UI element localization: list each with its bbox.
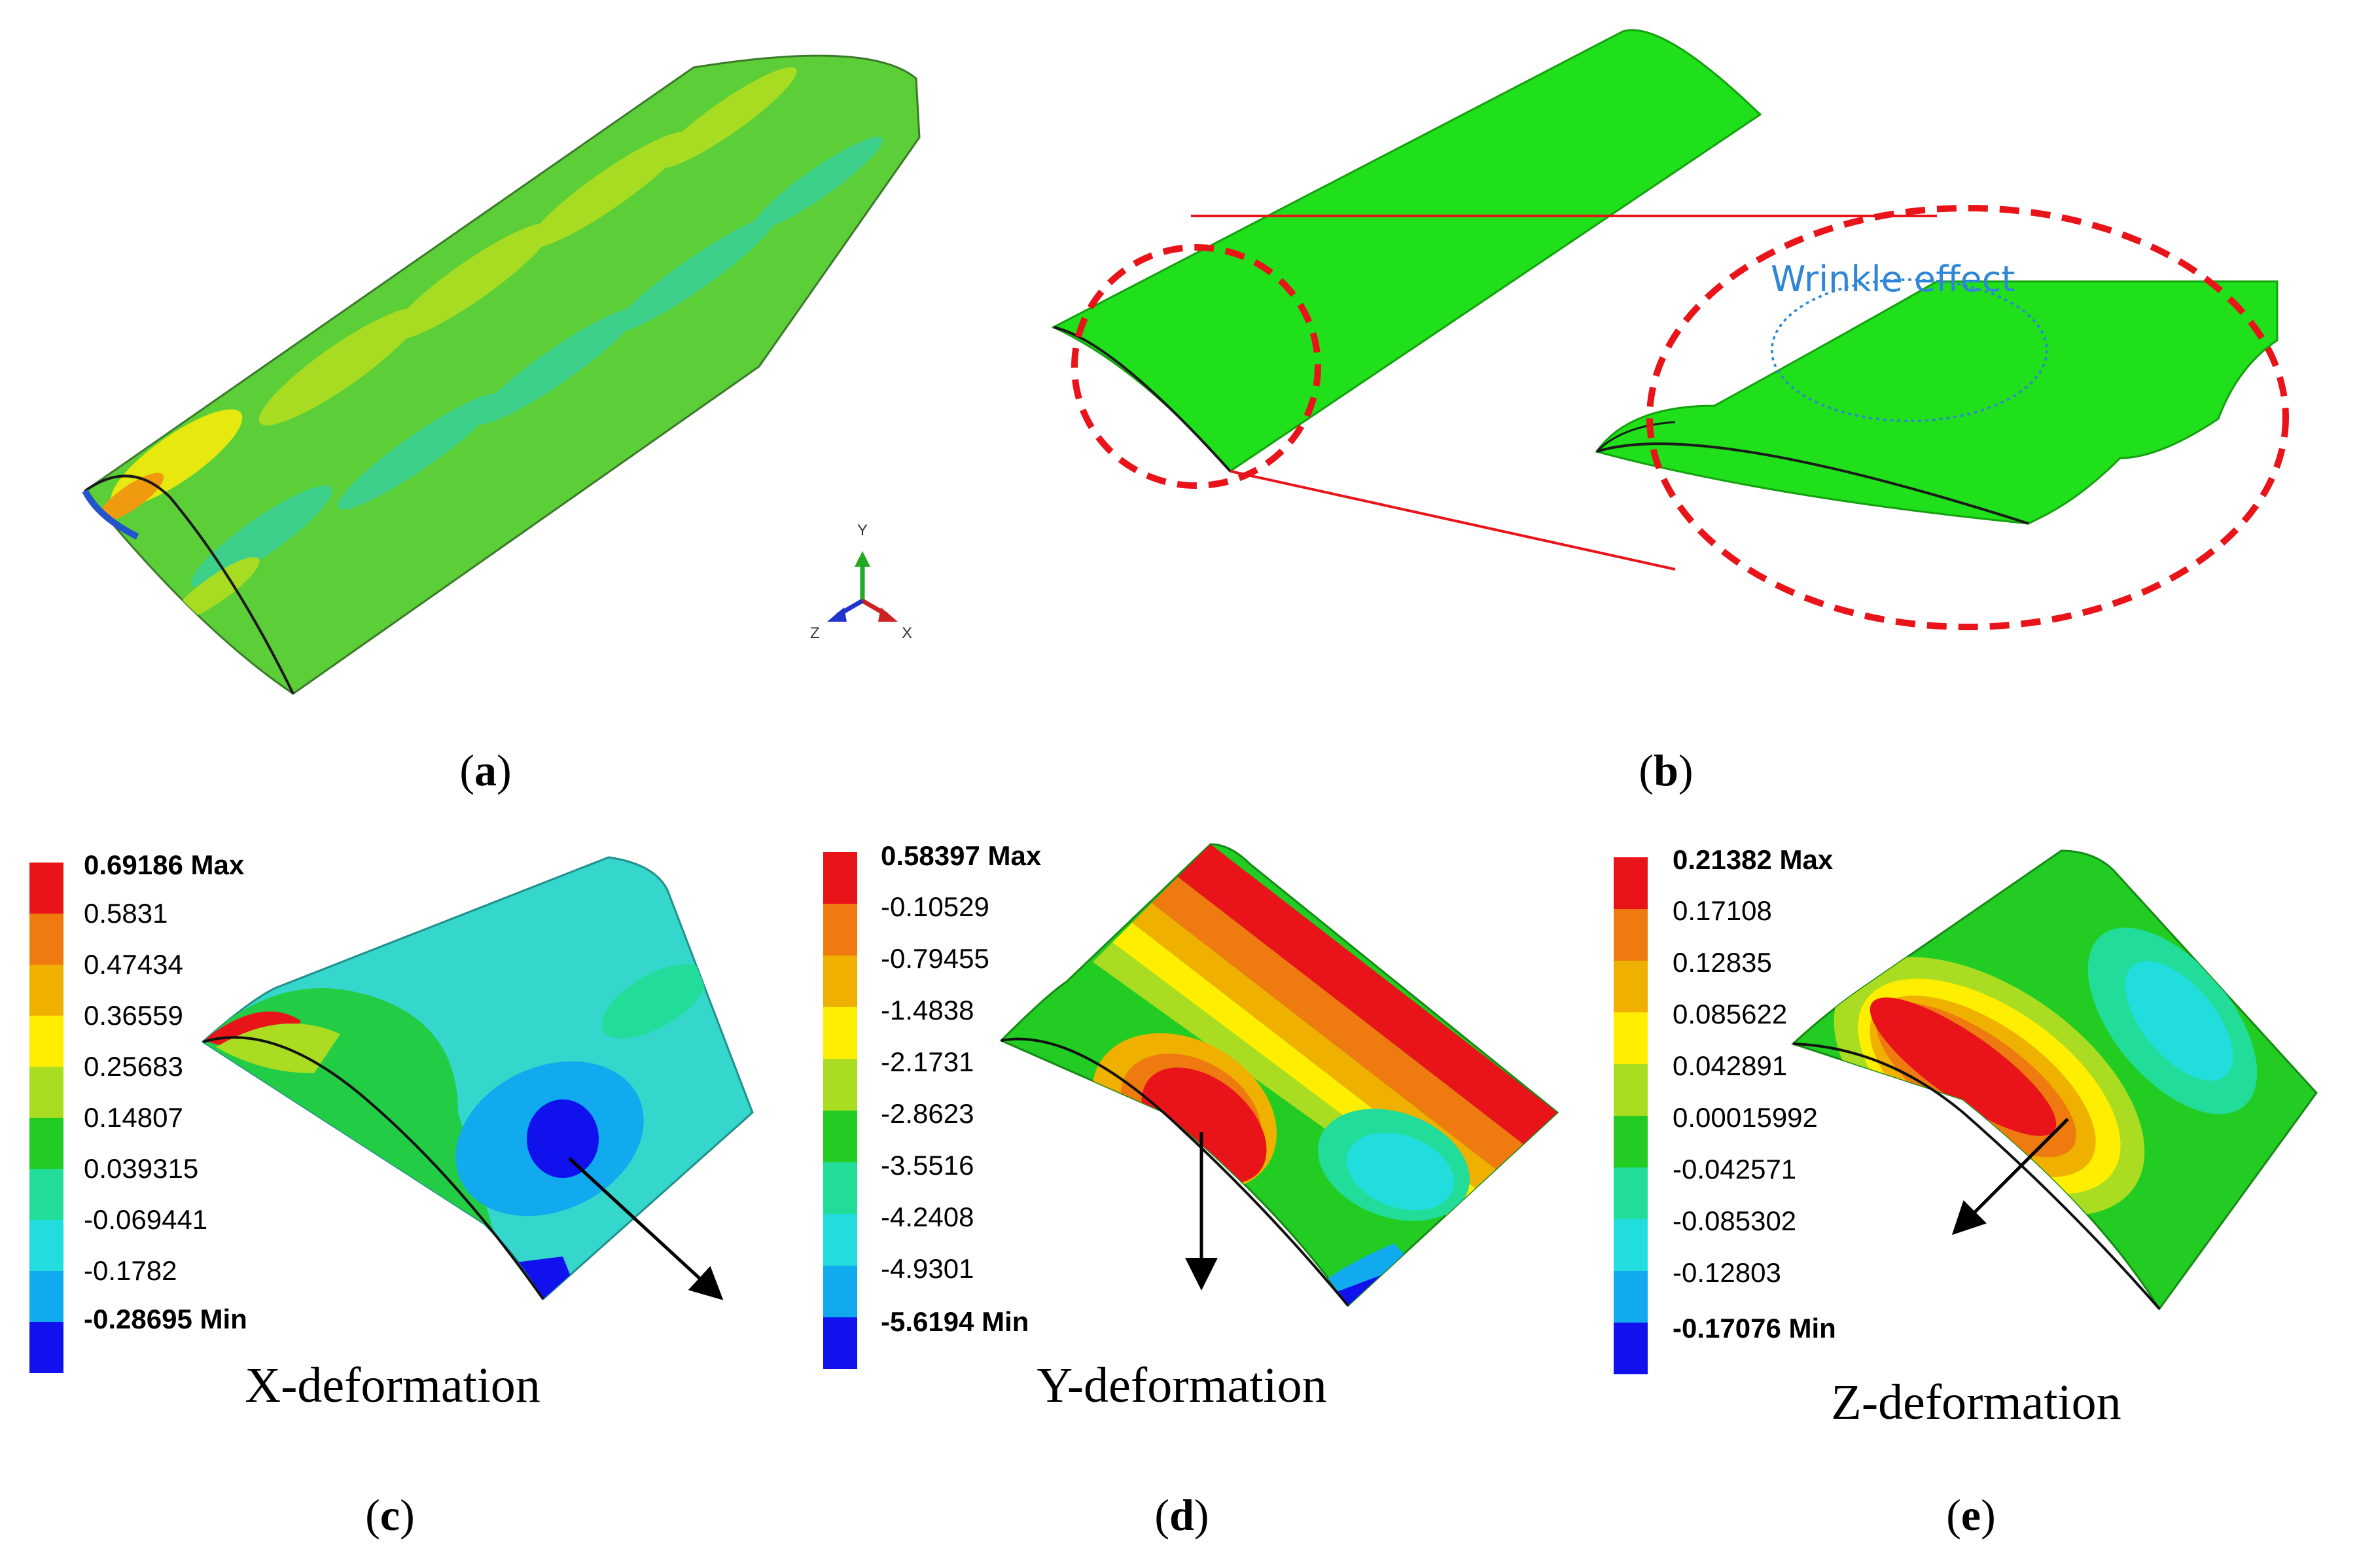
triad-x-label: X (902, 624, 912, 642)
legend-c-swatch (29, 1322, 63, 1373)
legend-d-swatches (823, 852, 857, 1369)
legend-e-level: 0.12835 (1673, 947, 1772, 978)
highlight-circle-small (1071, 244, 1321, 489)
legend-e-swatch (1614, 1271, 1648, 1323)
legend-d-level: -0.10529 (881, 891, 989, 922)
legend-c-swatch (29, 1016, 63, 1067)
highlight-circle-large (1646, 205, 2289, 630)
caption-b: (b) (1639, 745, 1693, 795)
legend-d-level: -2.8623 (881, 1098, 974, 1129)
legend-d-swatch (823, 904, 857, 955)
legend-d-swatch (823, 1266, 857, 1317)
legend-d-swatch (823, 1111, 857, 1162)
legend-c-swatch (29, 1169, 63, 1220)
legend-c-level: 0.039315 (84, 1153, 198, 1184)
panel-b: Wrinkle effect (b) (1051, 29, 2289, 795)
legend-c-swatches (29, 863, 63, 1373)
wrinkle-ellipse (1771, 278, 2048, 423)
legend-d-level: -3.5516 (881, 1150, 974, 1181)
caption-d: (d) (1154, 1490, 1209, 1540)
legend-e-swatch (1614, 1219, 1648, 1271)
legend-e-swatches (1614, 857, 1648, 1374)
caption-c: (c) (365, 1490, 415, 1540)
legend-c-min: -0.28695 Min (84, 1304, 247, 1334)
legend-e-level: 0.042891 (1673, 1050, 1787, 1081)
legend-c-level: 0.5831 (84, 898, 168, 929)
legend-c-level: 0.36559 (84, 1000, 183, 1031)
legend-e-min: -0.17076 Min (1673, 1313, 1836, 1344)
blade-contour-c (201, 856, 754, 1301)
blade-contour-e (1791, 849, 2318, 1311)
legend-e-swatch (1614, 1012, 1648, 1064)
legend-e-swatch (1614, 1116, 1648, 1167)
legend-d-level: -4.9301 (881, 1253, 974, 1284)
legend-c-max: 0.69186 Max (84, 849, 245, 880)
legend-c-swatch (29, 1271, 63, 1322)
caption-a: (a) (459, 745, 511, 795)
legend-c-swatch (29, 1220, 63, 1271)
triad-y-label: Y (857, 522, 868, 539)
title-e: Z-deformation (1831, 1375, 2121, 1430)
wrinkle-effect-label: Wrinkle effect (1771, 258, 2015, 300)
legend-c-level: -0.069441 (84, 1204, 207, 1235)
legend-c-swatch (29, 965, 63, 1016)
legend-e-level: -0.12803 (1673, 1257, 1781, 1288)
legend-c-swatch (29, 1118, 63, 1169)
legend-d-level: -1.4838 (881, 995, 974, 1025)
panel-e: 0.21382 Max 0.17108 0.12835 0.085622 0.0… (1614, 844, 2318, 1540)
legend-c-swatch (29, 914, 63, 965)
legend-d-max: 0.58397 Max (881, 840, 1042, 871)
legend-c-swatch (29, 863, 63, 914)
z-direction-arrow (1951, 1118, 2069, 1236)
legend-d-swatch (823, 1317, 857, 1369)
legend-c: 0.69186 Max 0.5831 0.47434 0.36559 0.256… (29, 849, 247, 1373)
legend-d-min: -5.6194 Min (881, 1306, 1029, 1337)
panel-c: 0.69186 Max 0.5831 0.47434 0.36559 0.256… (29, 849, 754, 1540)
legend-e-level: -0.085302 (1673, 1205, 1796, 1236)
legend-e-swatch (1614, 1167, 1648, 1219)
legend-c-level: -0.1782 (84, 1255, 177, 1286)
legend-e-max: 0.21382 Max (1673, 844, 1834, 875)
legend-d-level: -0.79455 (881, 943, 989, 974)
legend-e-swatch (1614, 1323, 1648, 1374)
legend-e-swatch (1614, 857, 1648, 909)
legend-e-swatch (1614, 1064, 1648, 1116)
legend-e-level: 0.17108 (1673, 895, 1772, 926)
legend-d-swatch (823, 1007, 857, 1059)
blade-detail-b (1595, 280, 2278, 525)
legend-d-swatch (823, 1214, 857, 1266)
legend-c-swatch (29, 1067, 63, 1118)
legend-d-swatch (823, 955, 857, 1007)
legend-e-level: -0.042571 (1673, 1154, 1796, 1185)
legend-c-level: 0.47434 (84, 949, 183, 980)
x-direction-arrow (568, 1157, 724, 1300)
legend-e-swatch (1614, 961, 1648, 1012)
triad-z-label: Z (810, 624, 820, 642)
legend-e-level: 0.00015992 (1673, 1102, 1818, 1133)
legend-e-level: 0.085622 (1673, 999, 1787, 1029)
title-c: X-deformation (245, 1358, 541, 1413)
legend-d-swatch (823, 852, 857, 904)
legend-d-level: -2.1731 (881, 1046, 974, 1077)
panel-d: 0.58397 Max -0.10529 -0.79455 -1.4838 -2… (823, 840, 1559, 1540)
legend-e-swatch (1614, 909, 1648, 961)
caption-e: (e) (1946, 1490, 1996, 1540)
legend-e: 0.21382 Max 0.17108 0.12835 0.085622 0.0… (1614, 844, 1836, 1374)
legend-d-swatch (823, 1059, 857, 1111)
coordinate-triad: Y X Z (810, 522, 912, 642)
title-d: Y-deformation (1037, 1358, 1326, 1413)
legend-d-level: -4.2408 (881, 1202, 974, 1232)
legend-d: 0.58397 Max -0.10529 -0.79455 -1.4838 -2… (823, 840, 1042, 1369)
panel-a: Y X Z (a) (82, 54, 921, 795)
blade-contour-d (999, 843, 1559, 1308)
legend-c-level: 0.14807 (84, 1102, 183, 1133)
legend-c-level: 0.25683 (84, 1051, 183, 1082)
zoom-connector-bottom (1230, 470, 1676, 571)
blade-surface-a (82, 54, 921, 695)
legend-d-swatch (823, 1162, 857, 1214)
blade-surface-b (1051, 29, 1762, 472)
